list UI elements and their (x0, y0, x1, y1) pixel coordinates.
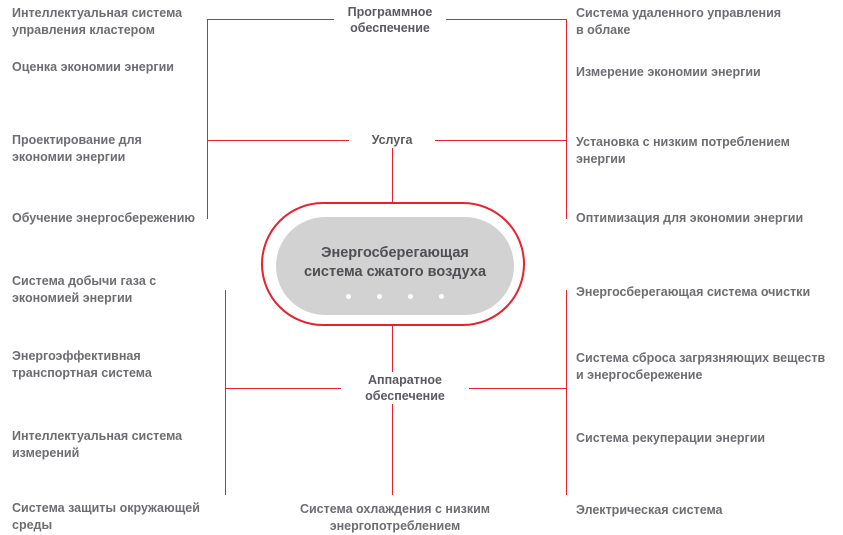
connector-service-rail-right (423, 140, 566, 141)
leaf-hardware-left-1: Система добычи газа с экономией энергии (12, 274, 157, 305)
leaf-service-right-3: Установка с низким потреблением энергии (576, 135, 790, 166)
leaf-service-left-4: Обучение энергосбережению (12, 211, 196, 225)
branch-label-service: Услуга (349, 132, 435, 148)
connector-service-right-spine (566, 19, 567, 219)
leaf-hardware-right-3: Система рекуперации энергии (576, 431, 766, 445)
connector-service-left-spine (207, 19, 208, 219)
leaf-hardware-right-4: Электрическая система (576, 503, 723, 517)
connector-service-stem (392, 148, 393, 204)
connector-top-spine-right (431, 19, 566, 20)
leaf-service-right-4: Оптимизация для экономии энергии (576, 211, 804, 225)
dot-icon (439, 294, 444, 299)
leaf-hardware-left-2: Энергоэффективная транспортная система (12, 349, 152, 380)
leaf-service-left-3: Проектирование для экономии энергии (12, 133, 142, 164)
connector-service-rail-left (207, 140, 349, 141)
center-node-title: Энергосберегающая система сжатого воздух… (303, 245, 487, 280)
leaf-hardware-right-2: Система сброса загрязняющих веществ и эн… (576, 351, 826, 382)
center-node-inner: Энергосберегающая система сжатого воздух… (276, 217, 514, 315)
dot-icon (346, 294, 351, 299)
leaf-service-right-2: Измерение экономии энергии (576, 65, 761, 79)
center-node-dots (276, 294, 514, 299)
dot-icon (408, 294, 413, 299)
connector-hardware-rail-right (438, 388, 566, 389)
dot-icon (377, 294, 382, 299)
leaf-hardware-left-4: Система защиты окружающей среды (12, 501, 200, 532)
leaf-service-right-1: Система удаленного управления в облаке (576, 6, 782, 37)
connector-top-spine-left (207, 19, 340, 20)
connector-hardware-right-spine (566, 290, 567, 495)
branch-label-hardware: Аппаратное обеспечение (341, 372, 469, 404)
connector-hardware-rail-left (225, 388, 360, 389)
leaf-hardware-bottom-center: Система охлаждения с низким энергопотреб… (299, 502, 491, 533)
center-node: Энергосберегающая система сжатого воздух… (261, 202, 525, 326)
leaf-hardware-right-1: Энергосберегающая система очистки (576, 285, 811, 299)
connector-hardware-stem (392, 325, 393, 389)
connector-hardware-left-spine (225, 290, 226, 495)
leaf-service-left-1: Интеллектуальная система управления клас… (12, 6, 183, 37)
branch-label-software: Программное обеспечение (334, 4, 446, 36)
connector-hardware-bottom-stem (392, 389, 393, 495)
leaf-hardware-left-3: Интеллектуальная система измерений (12, 429, 183, 460)
leaf-service-left-2: Оценка экономии энергии (12, 60, 174, 74)
